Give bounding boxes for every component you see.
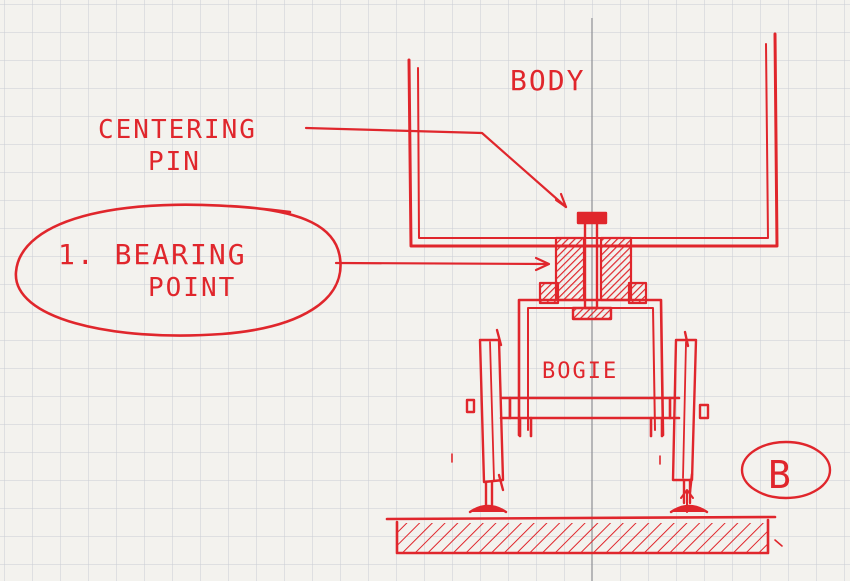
centering-pin-label-line2: PIN [148, 147, 201, 177]
bearing-point-label-line2: POINT [148, 273, 236, 303]
figure-mark-circle [740, 440, 832, 500]
bearing-label-ellipse [14, 203, 342, 337]
body-outline [407, 32, 779, 248]
bogie-frame [499, 298, 681, 438]
centering-pin-leader [304, 126, 568, 209]
bogie-label: BOGIE [542, 359, 618, 384]
right-wheel [659, 330, 710, 513]
bearing-point-leader [334, 256, 551, 272]
left-wheel [451, 328, 505, 507]
centering-pin-label: CENTERING [98, 115, 257, 145]
bearing-point-label: 1. BEARING [58, 238, 247, 271]
bearing-pads [538, 236, 648, 305]
track-ground [385, 515, 783, 555]
rail-supports [468, 504, 709, 514]
figure-mark-label: B [768, 453, 793, 497]
body-label: BODY [510, 64, 585, 97]
